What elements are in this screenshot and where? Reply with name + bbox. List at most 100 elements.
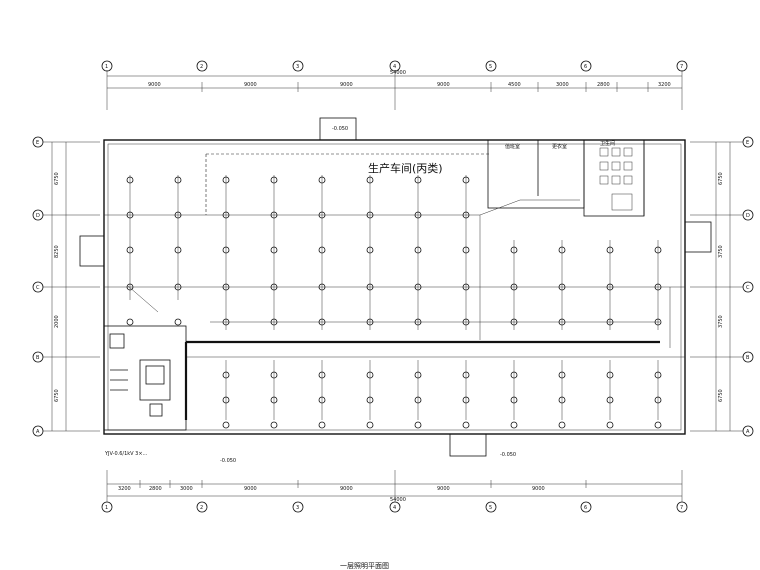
light-fixture-icon [174, 211, 182, 219]
light-fixture-icon [222, 176, 230, 184]
room-label: 值班室 [505, 143, 520, 150]
level-mark-bottom: -0.050 [500, 452, 516, 458]
row-label: B [746, 355, 750, 361]
room-label: 更衣室 [552, 143, 567, 150]
light-fixture-icon [222, 283, 230, 291]
light-fixture-icon [558, 283, 566, 291]
light-fixture-icon [654, 396, 662, 404]
service-rooms [487, 139, 645, 217]
col-label: 2 [200, 505, 203, 511]
light-fixture-icon [606, 318, 614, 326]
col-label: 6 [584, 505, 587, 511]
dim: 3200 [118, 486, 131, 492]
dim: 9000 [244, 486, 257, 492]
dim: 6750 [718, 172, 724, 185]
dim: 6750 [54, 172, 60, 185]
light-fixture-icon [414, 211, 422, 219]
light-fixture-icon [654, 283, 662, 291]
right-axis-bubbles [690, 136, 754, 437]
col-label: 5 [489, 505, 492, 511]
light-fixture-icon [174, 318, 182, 326]
level-mark-top: -0.050 [332, 126, 348, 132]
light-fixture-icon [414, 283, 422, 291]
row-label: D [746, 213, 750, 219]
light-fixture-icon [366, 211, 374, 219]
light-fixture-icon [270, 318, 278, 326]
light-fixture-icon [270, 421, 278, 429]
dim: 2000 [54, 315, 60, 328]
col-label: 7 [680, 505, 683, 511]
light-fixture-icon [222, 318, 230, 326]
top-dimensions [106, 70, 683, 110]
light-fixture-icon [174, 176, 182, 184]
dim: 9000 [148, 82, 161, 88]
light-fixture-icon [510, 421, 518, 429]
row-label: D [36, 213, 40, 219]
light-fixtures [126, 176, 662, 429]
light-fixture-icon [366, 421, 374, 429]
bottom-dimensions [106, 470, 683, 502]
light-fixture-icon [606, 371, 614, 379]
dim: 9000 [244, 82, 257, 88]
light-fixture-icon [414, 371, 422, 379]
col-label: 1 [105, 505, 108, 511]
light-fixture-icon [270, 371, 278, 379]
light-fixture-icon [414, 318, 422, 326]
light-fixture-icon [318, 176, 326, 184]
top-total-dim: 54000 [390, 70, 406, 76]
dim: 3200 [658, 82, 671, 88]
row-label: C [746, 285, 750, 291]
row-label: B [36, 355, 40, 361]
col-label: 4 [393, 64, 396, 70]
light-fixture-icon [318, 396, 326, 404]
dim: 6750 [54, 389, 60, 402]
electrical-room [103, 325, 187, 431]
light-fixture-icon [654, 421, 662, 429]
light-fixture-icon [174, 283, 182, 291]
light-fixture-icon [270, 396, 278, 404]
dim: 3750 [718, 245, 724, 258]
light-fixture-icon [654, 371, 662, 379]
light-fixture-icon [222, 421, 230, 429]
light-fixture-icon [414, 246, 422, 254]
light-fixture-icon [222, 246, 230, 254]
light-fixture-icon [462, 371, 470, 379]
left-dim-texts: 6750 8250 2000 6750 [54, 172, 60, 402]
top-dim-texts: 9000 9000 9000 9000 4500 3000 2800 3200 [148, 82, 671, 88]
light-fixture-icon [222, 396, 230, 404]
right-axis-labels: E D C B A [746, 140, 750, 435]
room-label: 卫生间 [600, 140, 615, 147]
light-fixture-icon [558, 421, 566, 429]
light-fixture-icon [606, 396, 614, 404]
light-fixture-icon [222, 371, 230, 379]
light-fixture-icon [558, 371, 566, 379]
dim: 6750 [718, 389, 724, 402]
col-label: 1 [105, 64, 108, 70]
light-fixture-icon [126, 318, 134, 326]
bottom-total-dim: 54000 [390, 497, 406, 503]
light-fixture-icon [558, 396, 566, 404]
light-fixture-icon [366, 371, 374, 379]
light-fixture-icon [318, 318, 326, 326]
lighting-circuits [104, 153, 685, 420]
light-fixture-icon [414, 176, 422, 184]
light-fixture-icon [318, 421, 326, 429]
light-fixture-icon [558, 318, 566, 326]
light-fixture-icon [366, 176, 374, 184]
light-fixture-icon [462, 176, 470, 184]
row-label: E [746, 140, 749, 146]
light-fixture-icon [126, 246, 134, 254]
dim: 4500 [508, 82, 521, 88]
col-label: 3 [296, 64, 299, 70]
light-fixture-icon [318, 371, 326, 379]
bottom-dim-texts: 3200 2800 3000 9000 9000 9000 9000 [118, 486, 545, 492]
dim: 2800 [149, 486, 162, 492]
dim: 9000 [532, 486, 545, 492]
light-fixture-icon [318, 283, 326, 291]
left-axis-bubbles [32, 136, 100, 437]
col-label: 7 [680, 64, 683, 70]
light-fixture-icon [606, 246, 614, 254]
light-fixture-icon [606, 421, 614, 429]
light-fixture-icon [558, 246, 566, 254]
dim: 9000 [437, 82, 450, 88]
